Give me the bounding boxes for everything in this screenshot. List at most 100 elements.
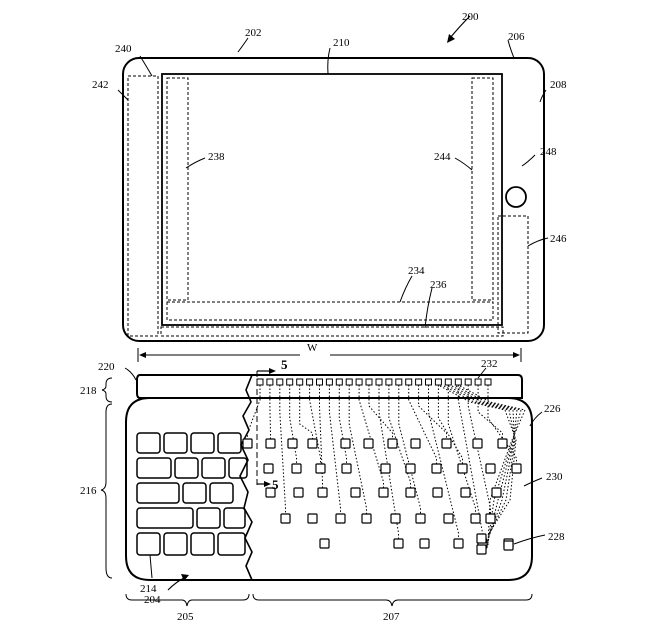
section-line <box>256 368 276 487</box>
connector-pad <box>276 378 284 386</box>
key-switch <box>410 438 421 449</box>
keycap <box>136 482 180 504</box>
leader-230 <box>523 477 543 487</box>
keycap <box>201 457 226 479</box>
connector-pad <box>444 378 452 386</box>
dashed-region-242 <box>127 75 159 337</box>
key-switch <box>293 487 304 498</box>
ref-220: 220 <box>98 361 115 373</box>
dashed-region-234 <box>166 301 494 321</box>
ref-226: 226 <box>544 403 561 415</box>
dashed-region-246 <box>497 215 529 334</box>
leader-lines <box>117 37 549 579</box>
key-switch <box>503 540 514 551</box>
ref-210: 210 <box>333 37 350 49</box>
key-switch <box>470 513 481 524</box>
key-switch <box>405 463 416 474</box>
key-switch <box>405 487 416 498</box>
key-switch <box>319 538 330 549</box>
keycap <box>174 457 199 479</box>
ref-248: 248 <box>540 146 557 158</box>
keycap <box>136 507 194 529</box>
ref-244: 244 <box>434 151 451 163</box>
key-switch <box>315 463 326 474</box>
key-switch <box>485 513 496 524</box>
key-switch <box>242 438 253 449</box>
keyboard-hinge-bar <box>136 374 523 399</box>
keycaps <box>136 432 248 556</box>
ref-214: 214 <box>140 583 157 595</box>
circuit-trace <box>299 385 313 439</box>
connector-pad <box>395 378 403 386</box>
connector-pad <box>325 378 333 386</box>
keycap <box>136 457 172 479</box>
leader-226 <box>529 411 543 427</box>
connector-pad <box>296 378 304 386</box>
key-switch <box>485 463 496 474</box>
leader-232 <box>477 367 487 379</box>
key-switch <box>280 513 291 524</box>
key-switch <box>387 438 398 449</box>
key-switch <box>472 438 483 449</box>
leader-244 <box>454 157 473 171</box>
leader-240 <box>139 55 153 77</box>
connector-pad <box>266 378 274 386</box>
circuit-trace <box>348 385 367 514</box>
circuit-trace <box>428 385 459 539</box>
leader-242 <box>117 89 129 101</box>
trace-bundle <box>439 385 517 536</box>
leader-206 <box>507 39 515 59</box>
circuit-trace <box>368 385 393 439</box>
circuit-trace <box>467 385 491 514</box>
key-switch <box>307 513 318 524</box>
ref-242: 242 <box>92 79 109 91</box>
leader-208 <box>539 89 547 103</box>
circuit-trace <box>338 385 347 464</box>
key-switch <box>335 513 346 524</box>
circuit-trace <box>269 385 271 439</box>
leader-202 <box>237 37 249 53</box>
leader-210 <box>327 47 331 75</box>
keycap <box>190 432 215 454</box>
trace-bundle <box>451 385 518 542</box>
connector-pad <box>355 378 363 386</box>
ref-205: 205 <box>177 611 194 623</box>
keyboard-device <box>125 374 533 581</box>
connector-pad <box>256 378 264 386</box>
trace-bundle <box>455 385 522 544</box>
circuit-trace <box>328 385 341 514</box>
key-switch <box>390 513 401 524</box>
connector-pad <box>405 378 413 386</box>
key-switch <box>431 463 442 474</box>
ref-216: 216 <box>80 485 97 497</box>
circuit-trace <box>358 385 384 488</box>
ref-208: 208 <box>550 79 567 91</box>
connector-pad <box>375 378 383 386</box>
arrow-200 <box>447 15 471 43</box>
key-switch <box>511 463 522 474</box>
key-switch <box>378 487 389 498</box>
key-switch <box>287 438 298 449</box>
keycap <box>136 532 161 556</box>
connector-pad <box>306 378 314 386</box>
circuit-trace <box>437 385 463 464</box>
circuit-trace <box>247 385 261 439</box>
circuit-trace <box>289 385 297 464</box>
connector-pads <box>256 378 492 386</box>
leader-238 <box>185 157 206 169</box>
keycap <box>190 532 215 556</box>
key-switch <box>265 438 276 449</box>
ref-206: 206 <box>508 31 525 43</box>
leader-228 <box>513 534 546 545</box>
keycap <box>217 532 246 556</box>
ref-236: 236 <box>430 279 447 291</box>
circuit-trace <box>418 385 447 439</box>
key-switch <box>307 438 318 449</box>
leader-214 <box>149 554 153 579</box>
ref-207: 207 <box>383 611 400 623</box>
connector-pad <box>316 378 323 386</box>
key-switch <box>476 533 487 544</box>
circuit-trace <box>279 385 286 514</box>
ref-228: 228 <box>548 531 565 543</box>
